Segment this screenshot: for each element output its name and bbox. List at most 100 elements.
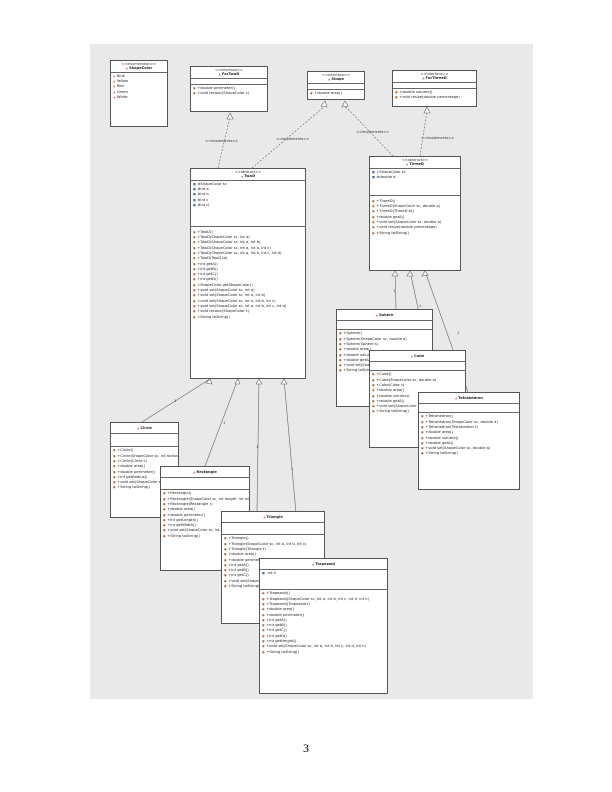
method-row: +TwoD(ShapeColor sc, int a, int b)	[193, 240, 303, 245]
method-row: +int getD()	[193, 277, 303, 282]
method-row: +Sphere()	[339, 331, 430, 336]
class-box-trapezoid[interactable]: Trapezoid -int h +Trapezoid() +Trapezoid…	[259, 558, 388, 694]
method-row: +ShapeColor getShapeColor()	[193, 283, 303, 288]
method-row: +void set(ShapeColor sc, int a, int b)	[193, 293, 303, 298]
method-row: +void set(ShapeColor sc, int a)	[193, 288, 303, 293]
class-name: Cube	[370, 354, 465, 358]
class-fields	[337, 320, 432, 329]
method-row: +void set(ShapeColor sc, int a, int b, i…	[262, 644, 385, 649]
field-row: #ShapeColor sc	[193, 182, 303, 187]
class-header: <<interface>> ForThreeD	[393, 71, 476, 82]
method-row: +void set(ShapeColor sc, int a, int b, i…	[193, 304, 303, 309]
method-row: +double area()	[372, 388, 463, 393]
class-box-tetrahedron[interactable]: Tetrahedron +Tetrahedron() +Tetrahedron(…	[418, 392, 520, 490]
class-header: <<interface>> Shape	[308, 72, 364, 83]
class-box-fortwod[interactable]: <<interface>> ForTwoD +double perimeter(…	[190, 66, 268, 112]
method-row: +String toString()	[113, 485, 176, 490]
class-methods: +Circle() +Circle(ShapeColor sc, int rad…	[111, 446, 178, 491]
class-methods: +Rectangle() +Rectangle(ShapeColor sc, i…	[161, 489, 249, 540]
class-box-forthreed[interactable]: <<interface>> ForThreeD +double volume()…	[392, 70, 477, 107]
method-row: +int getB()	[224, 568, 322, 573]
method-row: +double area()	[310, 91, 362, 96]
method-row: +String toString()	[163, 534, 247, 539]
method-row: +void resize(double percentage)	[372, 225, 458, 230]
class-fields	[308, 82, 364, 89]
method-row: +Circle()	[113, 448, 176, 453]
method-row: +int getD()	[262, 634, 385, 639]
class-box-shape[interactable]: <<interface>> Shape +double area()	[307, 71, 365, 100]
stereotype-label: <<interface>>	[420, 72, 449, 76]
method-row: +String toString()	[224, 584, 322, 589]
class-box-twod[interactable]: <<abstract>> TwoD #ShapeColor sc #int a …	[190, 168, 306, 379]
class-name: Triangle	[222, 515, 324, 519]
class-fields	[191, 77, 267, 84]
class-header: Sphere	[337, 310, 432, 320]
class-methods: +Trapezoid() +Trapezoid(ShapeColor sc, i…	[260, 589, 387, 656]
method-row: +String toString()	[193, 315, 303, 320]
class-fields: #ShapeColor sc #int a #int b #int c #int…	[191, 179, 305, 226]
method-row: +void set(ShapeColor sc, int radius)	[113, 480, 178, 485]
field-row: +ShapeColor sc	[372, 170, 458, 175]
method-row: +Rectangle(Rectangle r)	[163, 502, 247, 507]
method-row: +Tetrahedron(Tetrahedron t)	[421, 425, 517, 430]
method-row: +Trapezoid()	[262, 591, 385, 596]
method-row: +double volume()	[339, 353, 430, 358]
method-row: +String toString()	[262, 650, 385, 655]
stereotype-label: <<enumeration>>	[121, 62, 157, 66]
class-fields	[370, 361, 465, 370]
method-row: +int getB()	[262, 623, 385, 628]
method-row: +Cube(ShapeColor sc, double a)	[372, 378, 463, 383]
method-row: +Trapezoid(ShapeColor sc, int a, int b, …	[262, 597, 385, 602]
method-row: +double area()	[262, 607, 385, 612]
method-row: +ThreeD(ThreeD td)	[372, 209, 458, 214]
enum-entry: Red	[113, 84, 165, 89]
class-fields	[419, 403, 519, 412]
method-row: +double perimeter()	[193, 86, 265, 91]
class-methods: +double perimeter() +void recolor(ShapeC…	[191, 83, 267, 98]
stereotype-label: <<abstract>>	[401, 158, 429, 162]
class-header: Cube	[370, 351, 465, 361]
method-row: +Tetrahedron(ShapeColor sc, double a)	[421, 420, 517, 425]
method-row: +int getWidth()	[163, 523, 247, 528]
method-row: +TwoD(ShapeColor sc, int a, int b, int c…	[193, 251, 303, 256]
enum-entry: Green	[113, 90, 165, 95]
method-row: +int getA()	[262, 618, 385, 623]
method-row: +double perimeter()	[262, 613, 385, 618]
method-row: +Trapezoid(Trapezoid t)	[262, 602, 385, 607]
class-header: <<abstract>> TwoD	[191, 169, 305, 180]
method-row: +double volume()	[395, 90, 474, 95]
method-row: +int getB()	[193, 267, 303, 272]
class-header: <<abstract>> ThreeD	[370, 157, 460, 168]
stereotype-label: <<interface>>	[321, 73, 351, 77]
class-fields	[393, 81, 476, 88]
method-row: +int getC()	[262, 628, 385, 633]
method-row: +double area()	[224, 552, 322, 557]
method-row: +Circle(ShapeColor sc, int radius)	[113, 454, 178, 459]
method-row: +int getRadius()	[113, 475, 176, 480]
method-row: +void recolor(ShapeColor c)	[193, 91, 265, 96]
method-row: +String toString()	[421, 451, 517, 456]
class-box-shapecolor[interactable]: <<enumeration>> ShapeColor Blue Yellow R…	[110, 60, 168, 127]
class-header: <<interface>> ForTwoD	[191, 67, 267, 78]
stereotype-label: <<interface>>	[214, 68, 244, 72]
class-fields	[111, 433, 178, 446]
class-header: <<enumeration>> ShapeColor	[111, 61, 167, 72]
method-row: +double volume()	[421, 436, 517, 441]
method-row: +double getA()	[339, 358, 430, 363]
class-name: Sphere	[337, 313, 432, 317]
method-row: +double area()	[339, 347, 430, 352]
method-row: +Triangle(ShapeColor sc, int a, int b, i…	[224, 542, 322, 547]
method-row: +double perimeter()	[163, 513, 247, 518]
method-row: +void recolor(ShapeColor c)	[193, 309, 303, 314]
class-fields	[161, 477, 249, 489]
method-row: +Triangle()	[224, 536, 322, 541]
class-box-threed[interactable]: <<abstract>> ThreeD +ShapeColor sc #doub…	[369, 156, 461, 271]
class-name: TwoD	[191, 174, 305, 178]
method-row: +Tetrahedron()	[421, 414, 517, 419]
method-row: +int getC()	[224, 573, 322, 578]
method-row: +double perimeter()	[113, 470, 176, 475]
page-number: 3	[303, 741, 309, 755]
method-row: +double area()	[421, 430, 517, 435]
method-row: +void set(ShapeColor sc, double a)	[372, 220, 458, 225]
method-row: +String toString()	[339, 368, 430, 373]
